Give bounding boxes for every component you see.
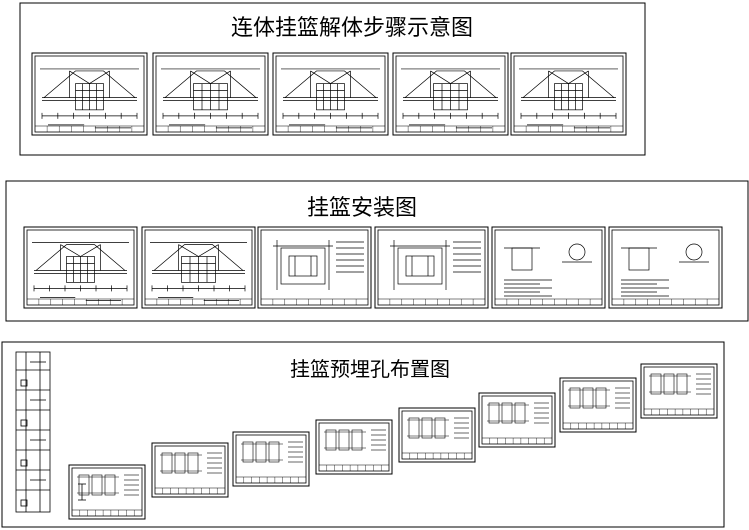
sheet-row-installation: [23, 226, 723, 309]
panel-installation: 挂篮安装图: [5, 180, 749, 322]
sheet-row-disassembly: [31, 52, 627, 136]
drawing-sheet-embedded-2: [151, 442, 229, 498]
panel-embedded-holes: 挂篮预埋孔布置图: [1, 341, 725, 528]
drawing-sheet-installation-2: [141, 226, 256, 309]
drawing-sheet-disassembly-5: [510, 52, 627, 136]
drawing-sheet-installation-4: [374, 226, 489, 309]
drawing-sheet-installation-3: [257, 226, 372, 309]
panel-disassembly: 连体挂篮解体步骤示意图: [19, 2, 646, 156]
panel-title-embedded-holes: 挂篮预埋孔布置图: [290, 357, 450, 381]
drawing-sheet-embedded-1: [68, 464, 146, 520]
drawing-sheet-installation-1: [23, 226, 138, 309]
drawing-sheet-disassembly-2: [152, 52, 269, 136]
drawing-sheet-installation-5: [491, 226, 606, 309]
drawing-sheet-disassembly-3: [272, 52, 389, 136]
drawing-sheet-embedded-6: [478, 392, 556, 448]
drawing-sheet-embedded-4: [315, 419, 393, 475]
drawing-sheet-disassembly-4: [392, 52, 509, 136]
panel-title-installation: 挂篮安装图: [307, 196, 417, 221]
sheet-cascade-embedded: [68, 363, 718, 520]
drawing-sheet-embedded-7: [559, 377, 637, 433]
drawing-sheet-embedded-5: [398, 407, 476, 463]
column-strip-drawing: [15, 351, 51, 513]
drawing-sheet-embedded-3: [232, 431, 310, 487]
drawing-sheet-disassembly-1: [31, 52, 148, 136]
panel-title-disassembly: 连体挂篮解体步骤示意图: [231, 16, 473, 41]
drawing-sheet-installation-6: [608, 226, 723, 309]
drawing-sheet-embedded-8: [640, 363, 718, 419]
